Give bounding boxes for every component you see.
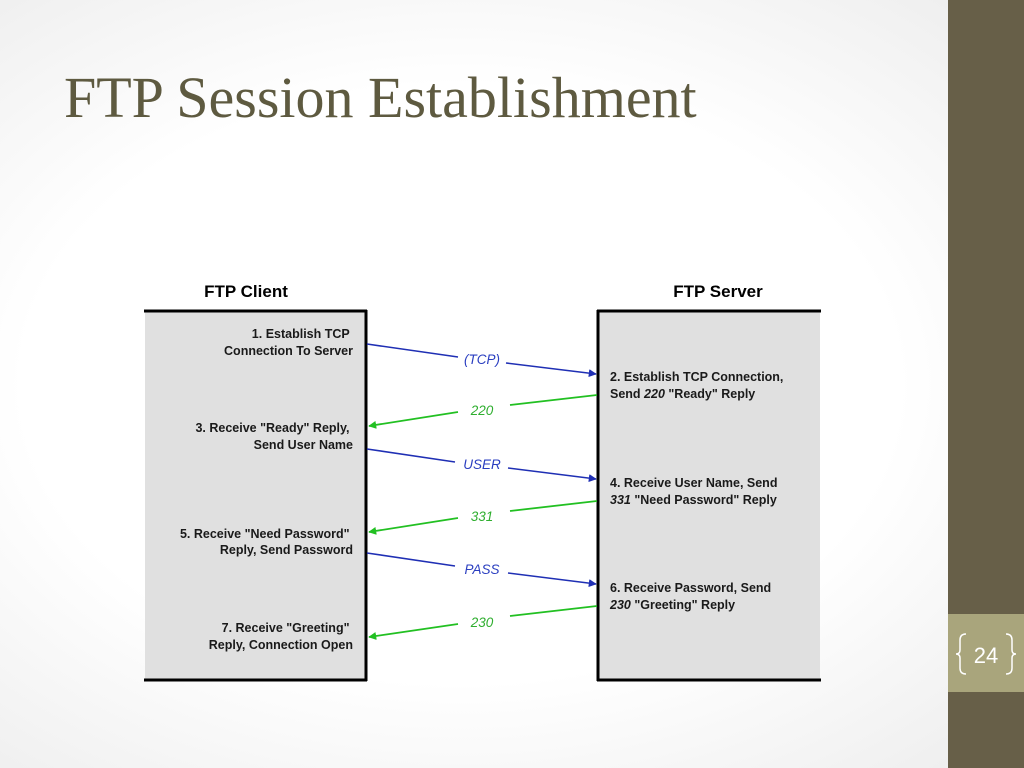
page-number: 24	[973, 643, 999, 668]
client-box	[144, 309, 368, 682]
client-step-5: 5. Receive "Need Password" Reply, Send P…	[180, 527, 353, 557]
message-331-arrow: 331	[368, 500, 598, 535]
message-user-arrow: USER	[366, 448, 597, 483]
slide-title: FTP Session Establishment	[64, 65, 697, 130]
ftp-sequence-diagram: FTP Client FTP Server 1. Establish TCP C…	[144, 282, 821, 682]
client-step-3: 3. Receive "Ready" Reply, Send User Name	[195, 421, 353, 452]
message-tcp-label: (TCP)	[464, 352, 500, 367]
message-230-arrow: 230	[368, 605, 598, 640]
message-220-label: 220	[470, 403, 494, 418]
message-220-arrow: 220	[368, 394, 598, 429]
message-user-label: USER	[463, 457, 501, 472]
message-tcp-arrow: (TCP)	[366, 343, 597, 378]
server-box	[596, 309, 821, 682]
server-step-6: 6. Receive Password, Send 230 "Greeting"…	[609, 581, 775, 612]
message-230-label: 230	[470, 615, 494, 630]
client-header: FTP Client	[204, 282, 288, 301]
client-step-7: 7. Receive "Greeting" Reply, Connection …	[209, 621, 353, 652]
right-brace-icon	[1005, 633, 1017, 675]
message-331-label: 331	[471, 509, 494, 524]
left-brace-icon	[955, 633, 967, 675]
server-step-4: 4. Receive User Name, Send 331 "Need Pas…	[610, 476, 781, 507]
server-step-2: 2. Establish TCP Connection, Send 220 "R…	[610, 370, 787, 401]
message-pass-arrow: PASS	[366, 552, 597, 588]
client-step-1: 1. Establish TCP Connection To Server	[224, 327, 353, 358]
server-header: FTP Server	[673, 282, 763, 301]
message-pass-label: PASS	[464, 562, 499, 577]
page-number-box	[948, 614, 1024, 692]
